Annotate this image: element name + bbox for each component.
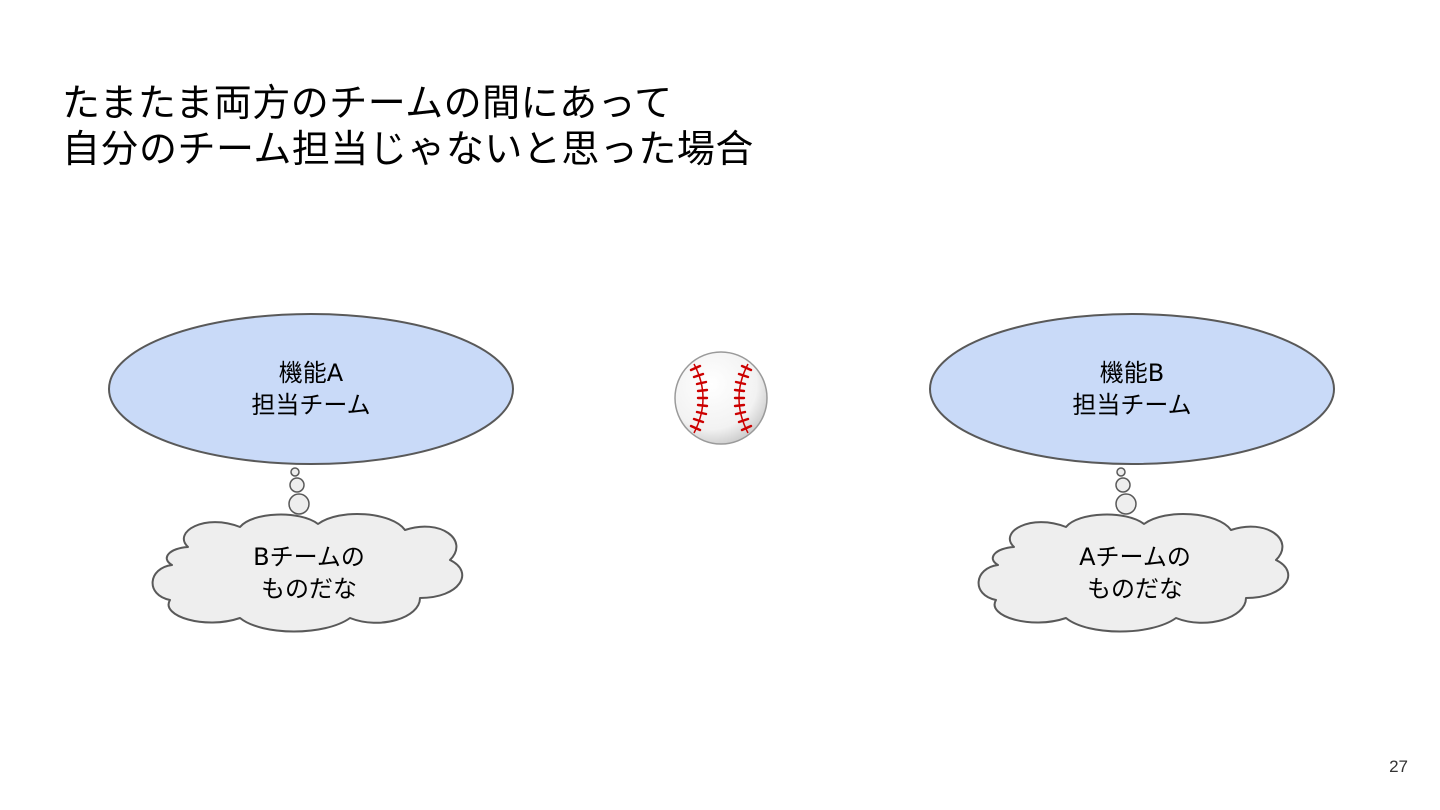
team-a-thought: Bチームの ものだな <box>199 541 419 605</box>
team-b-label-line1: 機能B <box>1099 359 1165 387</box>
thought-dot-small <box>1116 467 1126 477</box>
team-b-oval <box>929 313 1335 465</box>
team-b-thought-line2: ものだな <box>1087 575 1183 603</box>
team-b-thought: Aチームの ものだな <box>1025 541 1245 605</box>
thought-cloud-left <box>151 513 464 633</box>
thought-dot-large <box>1115 493 1137 515</box>
thought-bubbles-left <box>288 467 310 515</box>
team-a-thought-line2: ものだな <box>261 575 357 603</box>
thought-dot-small <box>290 467 300 477</box>
thought-dot-large <box>288 493 310 515</box>
baseball-icon <box>674 351 768 445</box>
team-b-label-line2: 担当チーム <box>1072 391 1192 419</box>
team-a-label-line1: 機能A <box>278 359 344 387</box>
thought-dot-medium <box>1115 477 1131 493</box>
team-a-label-line2: 担当チーム <box>251 391 371 419</box>
page-number: 27 <box>1389 757 1408 776</box>
team-b-label: 機能B 担当チーム <box>1032 357 1232 421</box>
team-a-label: 機能A 担当チーム <box>211 357 411 421</box>
thought-cloud-right <box>977 513 1290 633</box>
team-a-oval <box>108 313 514 465</box>
team-b-thought-line1: Aチームの <box>1079 543 1191 571</box>
slide-title-line-1: たまたま両方のチームの間にあって <box>62 81 673 125</box>
thought-bubbles-right <box>1115 467 1137 515</box>
thought-dot-medium <box>289 477 305 493</box>
slide-title-line-2: 自分のチーム担当じゃないと思った場合 <box>62 127 754 171</box>
team-a-thought-line1: Bチームの <box>253 543 365 571</box>
